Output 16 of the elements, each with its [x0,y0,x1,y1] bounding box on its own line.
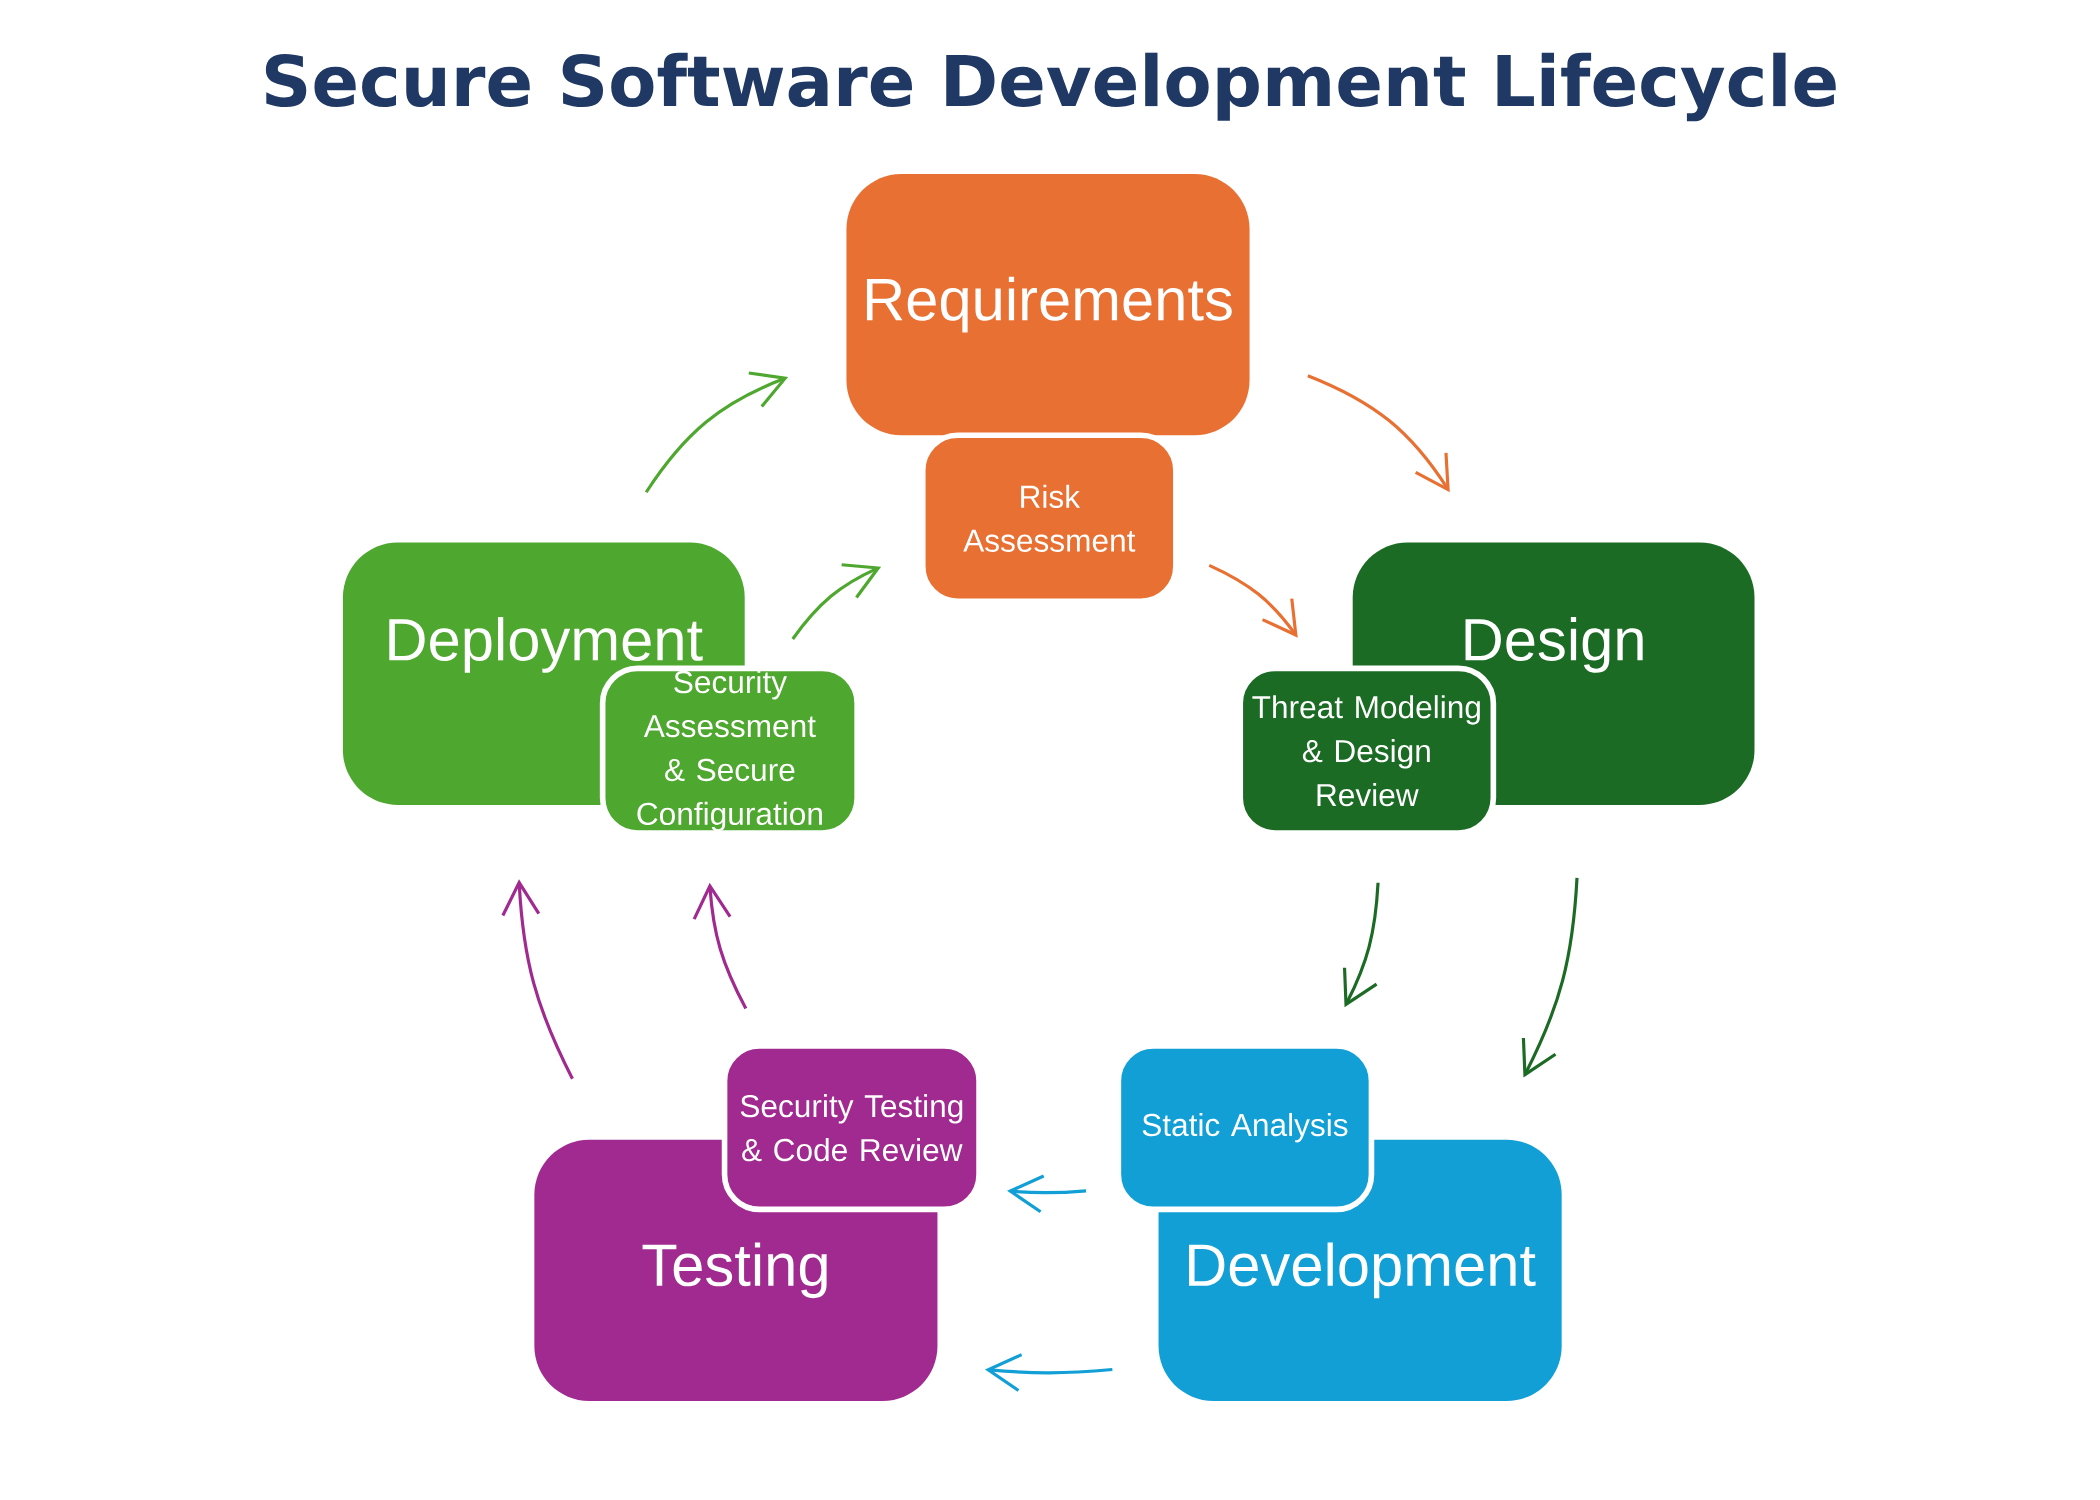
practice-box: Security Assessment & Secure Configuration [599,665,860,836]
arrow [984,1353,1113,1392]
arrow [1007,1174,1087,1214]
arrow [501,879,574,1080]
arrow [644,371,789,494]
arrow [1521,877,1579,1078]
arrow [791,563,882,640]
arrow [1208,563,1298,638]
arrow [1307,374,1450,493]
arrow [1342,882,1380,1008]
title: Secure Software Development Lifecycle [265,52,1836,122]
arrow [692,882,748,1010]
node-label: Testing [642,1242,827,1299]
phase-box: Requirements [846,174,1250,436]
practice-box: Security Testing & Code Review [721,1043,982,1213]
node-label: Development [1188,1242,1536,1299]
